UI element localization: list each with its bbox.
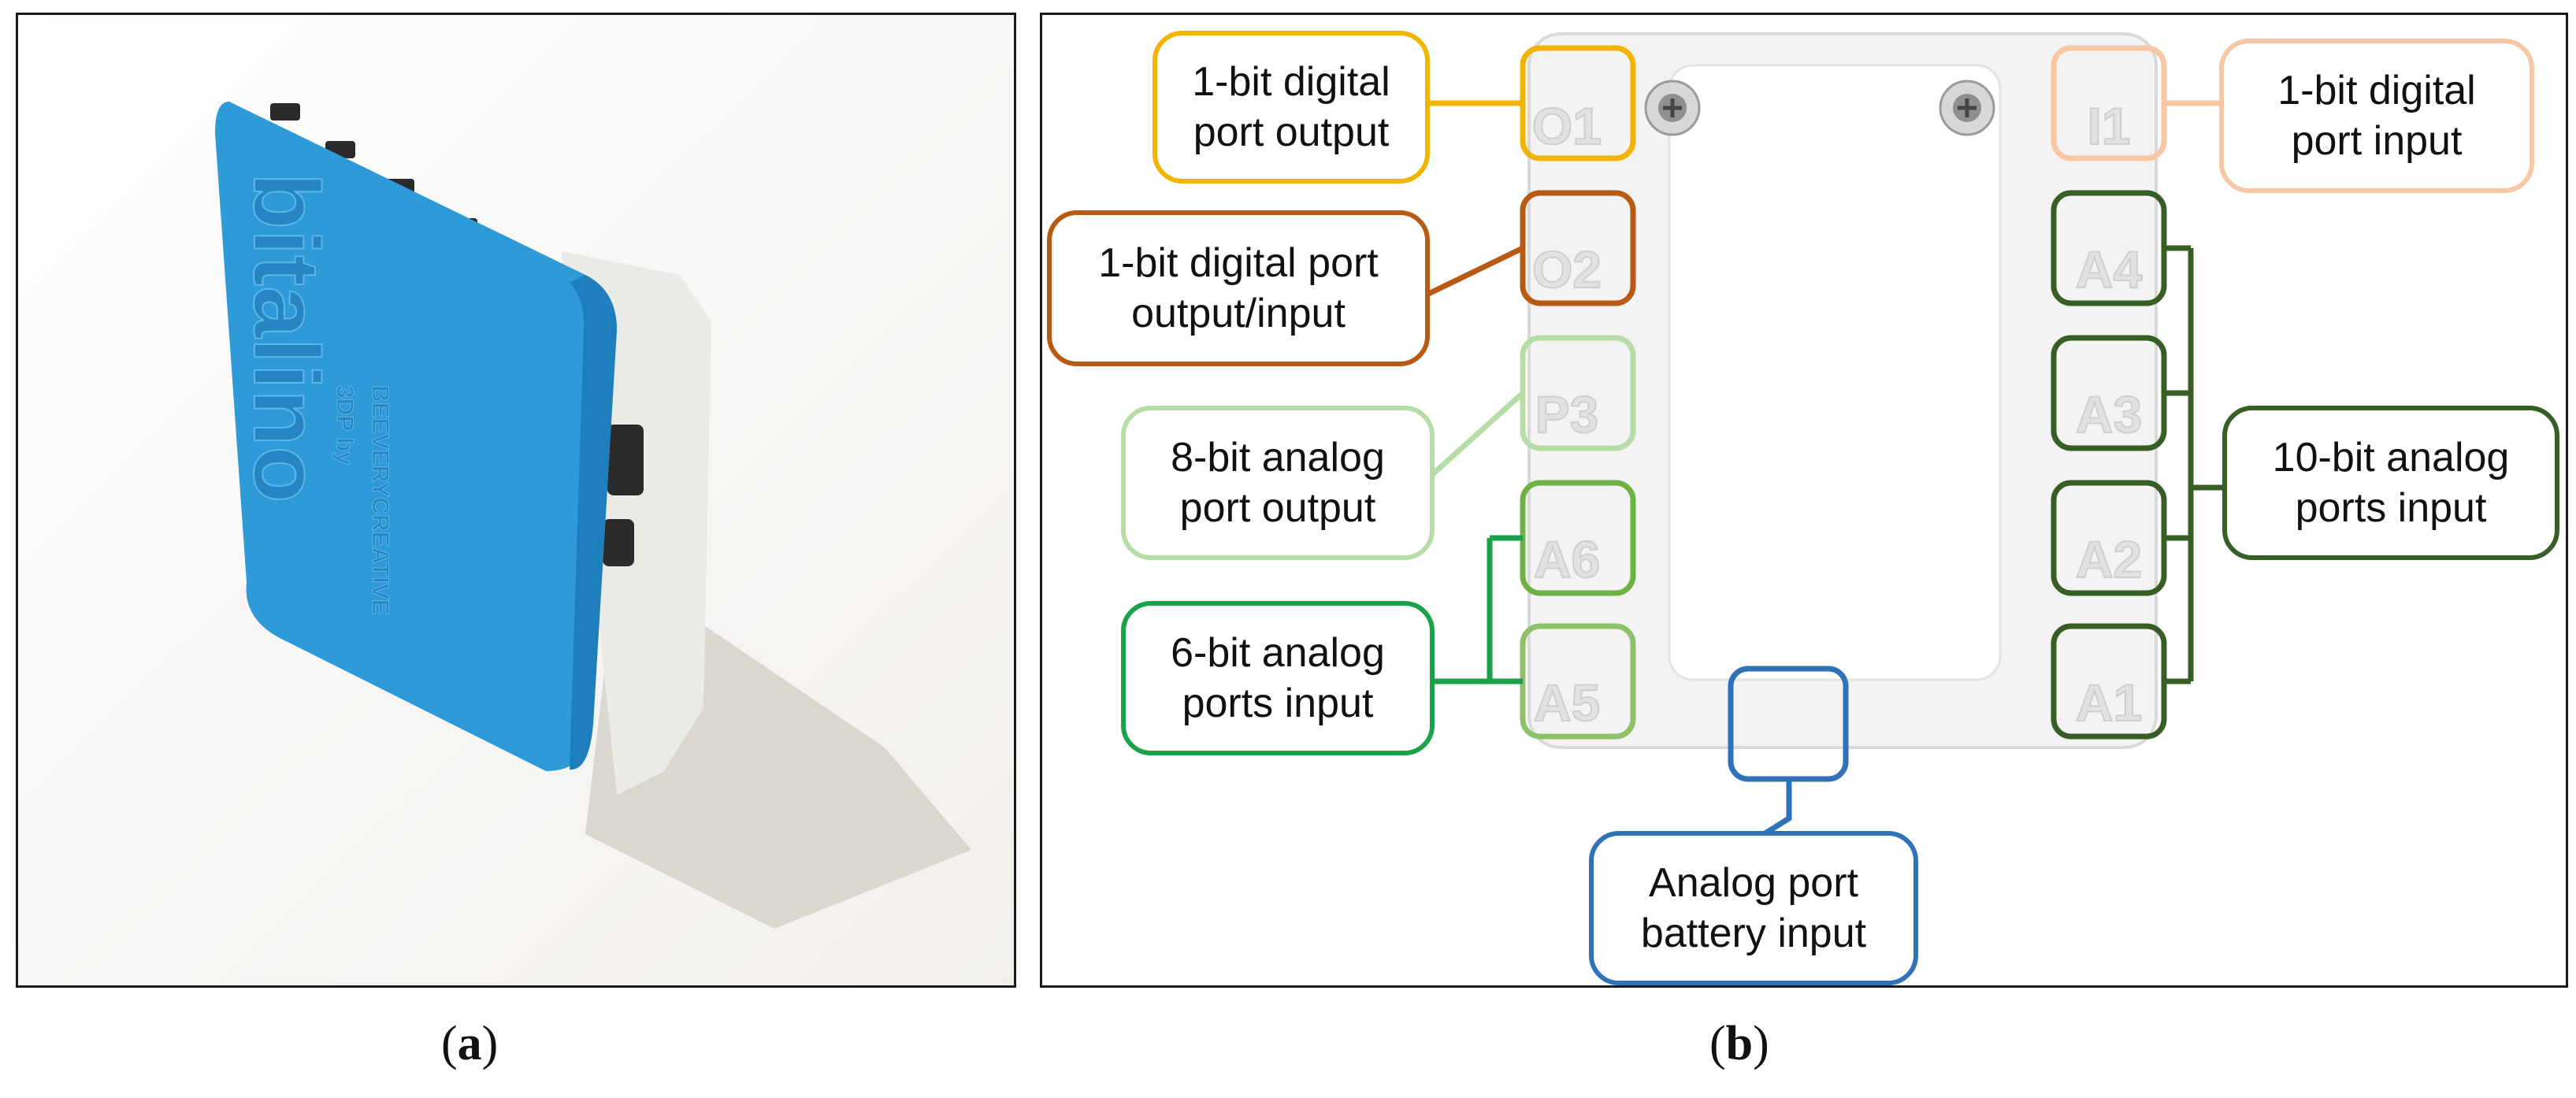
callout-digital-io: 1-bit digital port output/input [1047, 210, 1430, 366]
device-cavity [1668, 64, 2002, 681]
caption-b: (b) [1709, 1016, 1769, 1072]
port-label-a4: A4 [2076, 240, 2143, 299]
panel-b-diagram: O1 I1 O2 A4 P3 A3 A6 A2 A5 A1 [1040, 13, 2568, 988]
port-label-a3: A3 [2076, 385, 2142, 443]
product-sub-1: 3DP by [332, 385, 358, 465]
product-logo: bitalino [234, 172, 338, 503]
caption-b-letter: b [1725, 1017, 1754, 1070]
connector-analog8 [1424, 391, 1525, 482]
callout-digital-output: 1-bit digital port output [1153, 31, 1430, 184]
port-diagram: O1 I1 O2 A4 P3 A3 A6 A2 A5 A1 [1420, 32, 2224, 844]
connector-digital-io [1420, 245, 1524, 300]
port-label-a5: A5 [1534, 673, 1600, 732]
caption-b-close: ) [1753, 1017, 1769, 1070]
port-label-a6: A6 [1534, 530, 1600, 588]
callout-battery: Analog port battery input [1589, 831, 1918, 985]
caption-a-letter: a [457, 1017, 482, 1070]
port-label-a1: A1 [2076, 673, 2142, 732]
port-label-o1: O1 [1532, 97, 1602, 155]
port-label-o2: O2 [1532, 240, 1602, 299]
callout-digital-input: 1-bit digital port input [2219, 39, 2534, 193]
port-label-p3: P3 [1535, 385, 1599, 443]
device-lid [215, 102, 617, 771]
connector-analog10 [2164, 245, 2224, 684]
caption-a-open: ( [441, 1017, 458, 1070]
caption-b-open: ( [1709, 1017, 1726, 1070]
port-label-a2: A2 [2076, 530, 2142, 588]
usb-port [603, 519, 634, 566]
connector-analog6 [1427, 535, 1523, 684]
callout-analog6: 6-bit analog ports input [1121, 601, 1435, 755]
device-photo: bitalino 3DP by BEEVERYCREATIVE [18, 15, 1014, 985]
screw-right [1939, 80, 1995, 136]
side-connector [607, 425, 644, 495]
panel-a-photo: bitalino 3DP by BEEVERYCREATIVE [16, 13, 1016, 988]
callout-analog8: 8-bit analog port output [1121, 406, 1435, 560]
port-label-i1: I1 [2087, 97, 2130, 155]
caption-a-close: ) [481, 1017, 499, 1070]
caption-a: (a) [441, 1016, 498, 1072]
product-sub-2: BEEVERYCREATIVE [367, 385, 393, 615]
callout-analog10: 10-bit analog ports input [2222, 406, 2559, 560]
screw-left [1644, 80, 1701, 136]
